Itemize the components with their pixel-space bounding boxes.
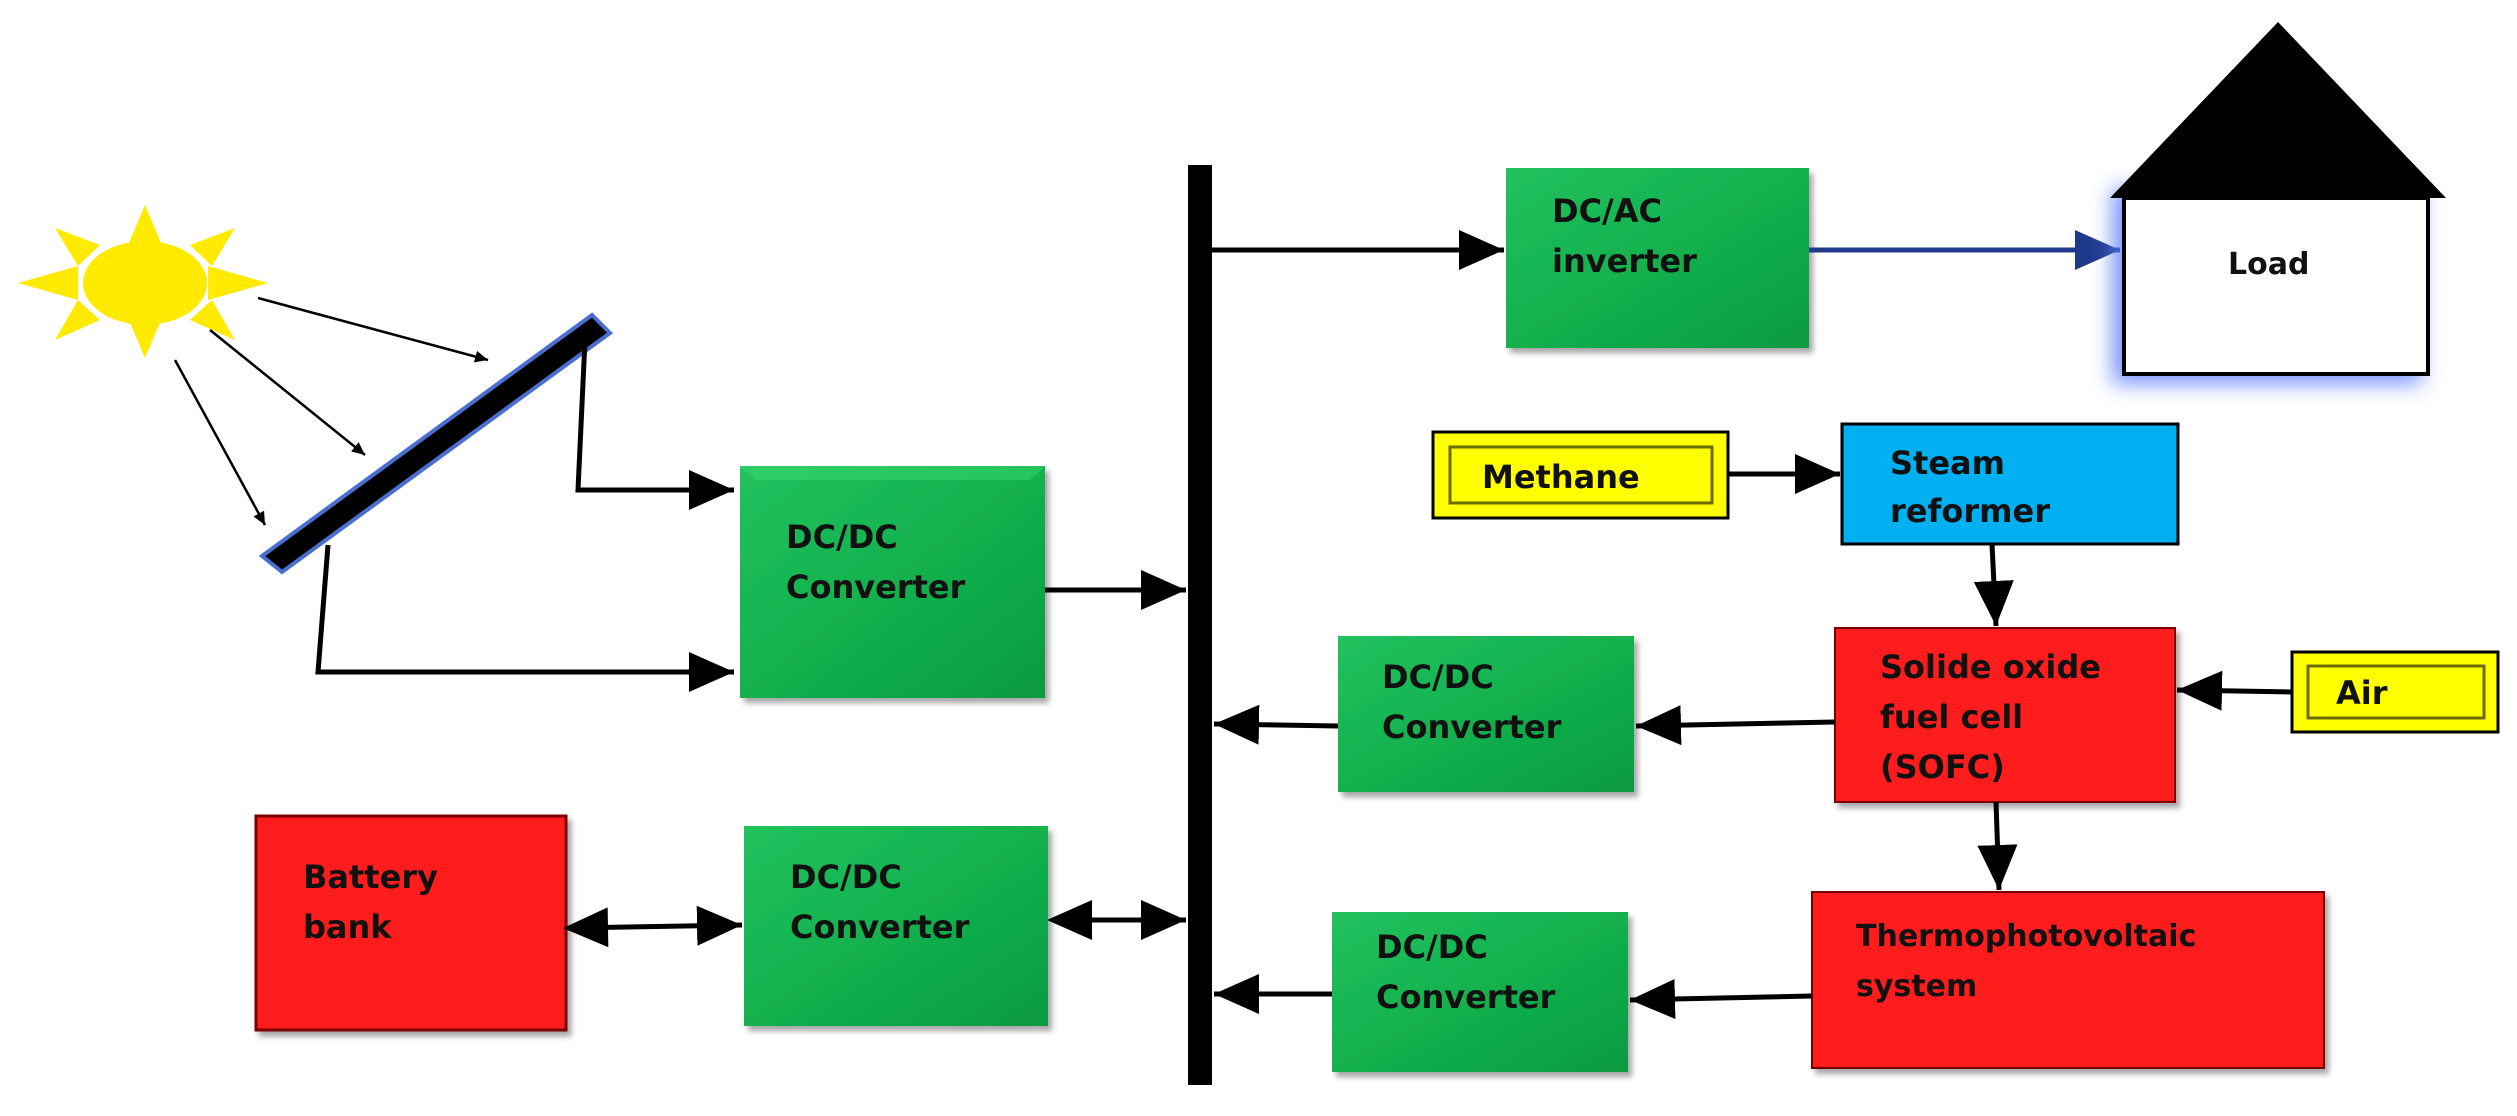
- sofc-converter-to-bus: [1213, 704, 1339, 745]
- sun-icon: [18, 205, 268, 358]
- panel-wires: [315, 339, 734, 692]
- sofc-converter-line1: DC/DC: [1382, 658, 1494, 696]
- tpv-to-converter: [1629, 979, 1813, 1020]
- tpv-converter-line1: DC/DC: [1376, 928, 1488, 966]
- inverter-line1: DC/AC: [1552, 192, 1662, 230]
- battery-line2: bank: [303, 908, 392, 946]
- air-input[interactable]: [2290, 650, 2500, 734]
- pv-converter-line1: DC/DC: [786, 518, 898, 556]
- methane-label: Methane: [1482, 458, 1640, 496]
- reformer-line2: reformer: [1890, 492, 2050, 530]
- house-roof-icon: [2110, 22, 2446, 198]
- methane-input[interactable]: [1431, 430, 1730, 520]
- sofc-line3: (SOFC): [1880, 748, 2005, 786]
- battery-converter-link: [563, 905, 743, 948]
- tpv-system[interactable]: [1811, 891, 2325, 1069]
- sofc-to-converter: [1635, 705, 1836, 746]
- sofc-line2: fuel cell: [1880, 698, 2023, 736]
- sofc-line1: Solide oxide: [1880, 648, 2101, 686]
- load-house[interactable]: [2110, 22, 2446, 384]
- battery-converter-line1: DC/DC: [790, 858, 902, 896]
- tpv-line1: Thermophotovoltaic: [1856, 919, 2196, 954]
- steam-reformer[interactable]: [1840, 422, 2180, 546]
- battery-dcdc-converter[interactable]: [744, 826, 1048, 1026]
- load-label: Load: [2228, 247, 2309, 282]
- tpv-dcdc-converter[interactable]: [1332, 912, 1628, 1072]
- sofc-converter-line2: Converter: [1382, 708, 1562, 746]
- sofc-to-tpv: [1977, 801, 2018, 891]
- air-label: Air: [2336, 674, 2388, 712]
- reformer-line1: Steam: [1890, 444, 2005, 482]
- sofc-block[interactable]: [1834, 627, 2176, 803]
- tpv-line2: system: [1856, 969, 1977, 1004]
- sofc-dcdc-converter[interactable]: [1338, 636, 1634, 792]
- dcac-inverter[interactable]: [1506, 168, 1809, 348]
- tpv-converter-line2: Converter: [1376, 978, 1556, 1016]
- solar-panel-icon: [258, 312, 614, 575]
- battery-line1: Battery: [303, 858, 438, 896]
- reformer-to-sofc: [1973, 543, 2014, 627]
- battery-converter-line2: Converter: [790, 908, 970, 946]
- sunlight-rays: [173, 296, 489, 526]
- pv-converter-line2: Converter: [786, 568, 966, 606]
- dc-bus: [1188, 165, 1212, 1085]
- inverter-line2: inverter: [1552, 242, 1697, 280]
- battery-bank[interactable]: [254, 814, 568, 1032]
- pv-dcdc-converter[interactable]: [740, 466, 1045, 698]
- air-to-sofc: [2176, 670, 2293, 711]
